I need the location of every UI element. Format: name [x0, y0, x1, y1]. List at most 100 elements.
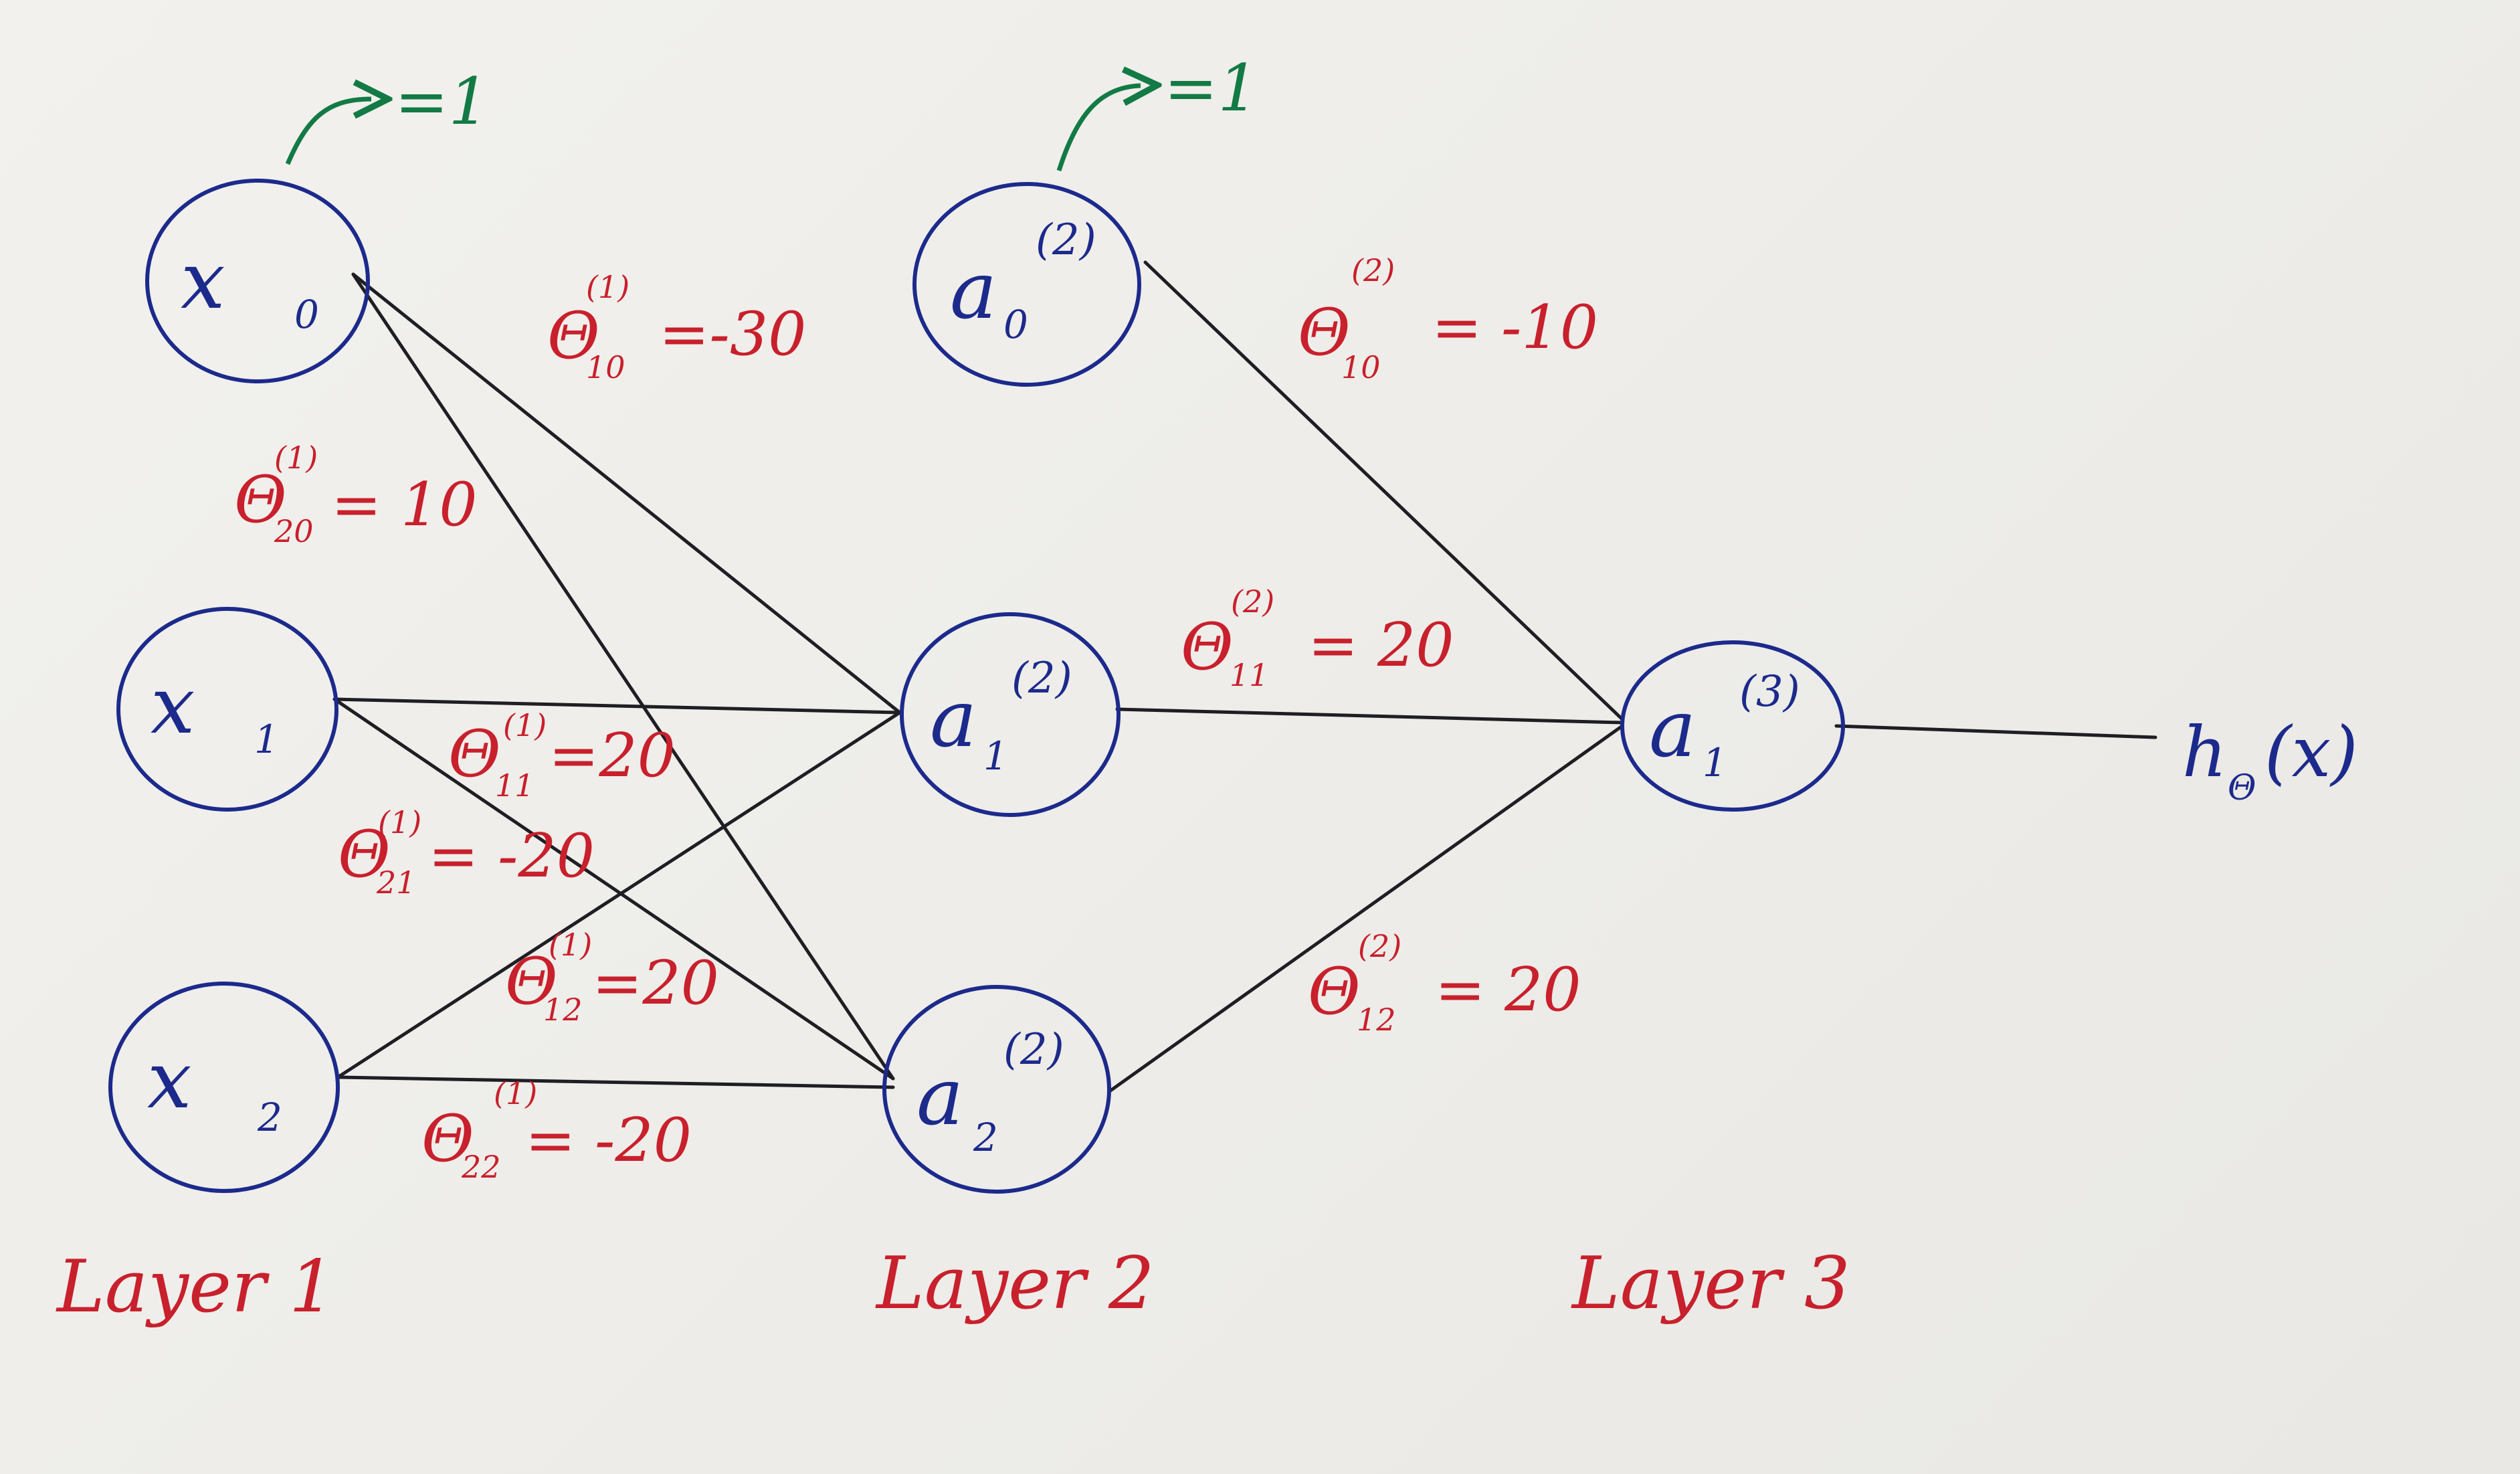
node-a0-layer2: a 0 (2) [912, 182, 1141, 387]
weight-value: =-30 [659, 299, 806, 369]
theta-superscript: (1) [503, 707, 547, 743]
weight-value: = 20 [1308, 610, 1454, 680]
weight-value: = 20 [1435, 955, 1581, 1025]
theta-superscript: (1) [549, 927, 592, 963]
theta-symbol: Θ [505, 944, 558, 1019]
node-label: a [950, 244, 997, 337]
bias-value-text: =1 [395, 64, 490, 139]
theta-symbol: Θ [421, 1101, 474, 1176]
theta-symbol: Θ [1298, 295, 1351, 370]
bias-note-layer1: =1 [285, 64, 490, 165]
theta-superscript: (1) [378, 804, 421, 840]
node-circle [900, 612, 1121, 817]
node-superscript: (2) [1036, 215, 1096, 265]
node-label: x [147, 1034, 192, 1126]
theta-subscript: 12 [543, 992, 583, 1028]
node-circle [1620, 640, 1845, 812]
node-circle [912, 182, 1141, 387]
weight-theta1-22: Θ (1) 22 = -20 [421, 1075, 692, 1185]
edge-x2-a1 [336, 711, 902, 1079]
layer-2-label: Layer 2 [875, 1242, 1155, 1325]
node-a1-layer3: a 1 (3) [1620, 640, 1845, 812]
node-subscript: 0 [1003, 302, 1028, 347]
theta-subscript: 10 [586, 349, 625, 385]
theta-superscript: (1) [494, 1075, 537, 1111]
curved-arrow-icon [285, 99, 371, 165]
node-circle [116, 607, 338, 812]
theta-superscript: (2) [1351, 252, 1395, 288]
node-circle [145, 179, 370, 383]
theta-subscript: 11 [495, 767, 535, 804]
curved-arrow-icon [1056, 86, 1141, 172]
node-label: x [151, 659, 195, 751]
theta-superscript: (1) [586, 269, 629, 305]
node-label: a [916, 1050, 963, 1143]
output-subscript: Θ [2228, 768, 2256, 808]
node-subscript: 1 [983, 733, 1008, 779]
edge-x1-a2 [332, 697, 895, 1081]
node-x1: x 1 [116, 607, 338, 812]
edge-x2-a2 [336, 1075, 895, 1089]
theta-symbol: Θ [1181, 610, 1234, 684]
theta-subscript: 12 [1357, 1002, 1396, 1038]
edge-a1-a3 [1115, 707, 1624, 725]
bias-note-layer2: =1 [1056, 51, 1259, 172]
edge-x1-a1 [332, 697, 902, 715]
theta-subscript: 21 [376, 864, 416, 901]
theta-symbol: Θ [448, 717, 501, 792]
output-hypothesis: h Θ (x) [2182, 711, 2358, 808]
layer-1-label: Layer 1 [56, 1245, 335, 1329]
theta-symbol: Θ [234, 462, 287, 537]
weight-value: =20 [549, 721, 676, 791]
theta-subscript: 22 [461, 1149, 501, 1185]
node-superscript: (2) [1003, 1025, 1064, 1075]
node-subscript: 1 [254, 717, 279, 762]
node-label: a [930, 672, 977, 765]
weight-theta2-11: Θ (2) 11 = 20 [1181, 583, 1454, 693]
node-subscript: 2 [257, 1095, 282, 1140]
edge-x0-a1 [351, 272, 902, 715]
node-subscript: 0 [294, 292, 319, 337]
node-subscript: 1 [1703, 740, 1727, 786]
weight-theta1-20: Θ (1) 20 = 10 [234, 440, 478, 549]
theta-subscript: 20 [274, 513, 314, 549]
output-h: h [2182, 711, 2227, 793]
node-x2: x 2 [108, 982, 340, 1193]
theta-superscript: (1) [274, 440, 318, 476]
theta-symbol: Θ [547, 298, 600, 373]
weight-value: = -10 [1432, 292, 1598, 363]
theta-subscript: 10 [1341, 349, 1381, 385]
output-argument: (x) [2264, 711, 2358, 793]
node-a2-layer2: a 2 (2) [882, 985, 1111, 1194]
edge-a0-a3 [1143, 260, 1624, 721]
node-subscript: 2 [973, 1115, 998, 1160]
edges [332, 260, 2157, 1093]
node-label: x [181, 234, 225, 327]
node-x0: x 0 [145, 179, 370, 383]
weight-theta2-10: Θ (2) 10 = -10 [1298, 252, 1598, 385]
theta-subscript: 11 [1230, 657, 1269, 693]
theta-superscript: (2) [1231, 583, 1274, 620]
node-superscript: (3) [1739, 667, 1800, 717]
weight-theta1-11: Θ (1) 11 =20 [448, 707, 676, 804]
edge-a2-a3 [1108, 724, 1624, 1093]
edge-x0-a2 [351, 272, 895, 1081]
node-circle [882, 985, 1111, 1194]
theta-superscript: (2) [1358, 928, 1401, 964]
weight-value: = 10 [331, 470, 478, 540]
theta-symbol: Θ [338, 817, 391, 892]
weight-theta1-10: Θ (1) 10 =-30 [547, 269, 806, 385]
bias-value-text: =1 [1164, 51, 1259, 126]
weight-theta1-21: Θ (1) 21 = -20 [338, 804, 595, 901]
weight-value: = -20 [428, 821, 595, 891]
edge-output [1834, 724, 2157, 739]
weight-value: =20 [592, 948, 719, 1018]
theta-symbol: Θ [1308, 954, 1361, 1029]
node-superscript: (2) [1011, 654, 1072, 703]
layer-3-label: Layer 3 [1571, 1242, 1850, 1325]
weight-value: = -20 [525, 1105, 692, 1176]
weight-theta2-12: Θ (2) 12 = 20 [1308, 928, 1581, 1038]
node-label: a [1649, 682, 1696, 775]
node-circle [108, 982, 340, 1193]
